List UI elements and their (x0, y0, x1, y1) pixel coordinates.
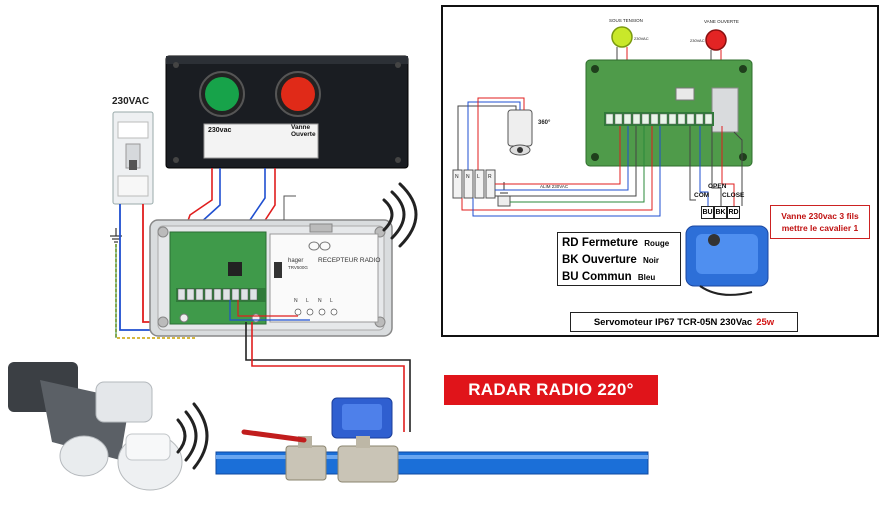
receiver-terminal-n2: N (318, 298, 322, 304)
radio-receiver (269, 233, 379, 323)
legend-color: Bleu (637, 273, 656, 282)
supply-label: 230VAC (112, 96, 149, 107)
legend-desc: Fermeture (581, 237, 639, 249)
motorized-valve (331, 397, 399, 483)
junction-enclosure (149, 219, 393, 337)
legend-row-rd: RD Fermeture Rouge (562, 235, 680, 252)
legend-desc: Commun (581, 271, 632, 283)
receiver-title: RECEPTEUR RADIO (318, 257, 380, 264)
terminal-bu: BU (701, 206, 714, 219)
legend-code: RD (562, 237, 579, 249)
radar-sensor (8, 362, 183, 491)
control-box-left-label: 230vac (208, 127, 231, 134)
radar-radio-banner: RADAR RADIO 220° (444, 375, 658, 405)
legend-row-bk: BK Ouverture Noir (562, 252, 680, 269)
terminal-bk: BK (714, 206, 727, 219)
receiver-model: TRV500G (288, 265, 308, 270)
servo-caption-text: Servomoteur IP67 TCR-05N 230Vac (593, 316, 753, 328)
terminal-rd: RD (727, 206, 740, 219)
green-lamp-icon (205, 77, 239, 111)
radio-waves-icon (382, 182, 418, 248)
cavalier-note: Vanne 230vac 3 fils mettre le cavalier 1 (770, 205, 870, 239)
radar-waves-icon (176, 402, 209, 470)
red-lamp-icon (281, 77, 315, 111)
legend-code: BK (562, 254, 579, 266)
legend-row-bu: BU Commun Bleu (562, 269, 680, 286)
manual-valve (241, 429, 327, 481)
legend-color: Noir (643, 256, 659, 265)
legend-desc: Ouverture (581, 254, 637, 266)
control-box (165, 55, 409, 169)
legend-code: BU (562, 271, 579, 283)
servo-caption-power: 25w (756, 316, 775, 328)
wire-legend: RD Fermeture Rouge BK Ouverture Noir BU … (557, 232, 681, 286)
legend-color: Rouge (644, 239, 670, 248)
receiver-terminal-l2: L (330, 298, 333, 304)
receiver-terminal-n1: N (294, 298, 298, 304)
relay-board (169, 231, 267, 325)
servo-caption: Servomoteur IP67 TCR-05N 230Vac 25w (570, 312, 798, 332)
inset-wiring-panel (441, 5, 879, 337)
receiver-brand: hager (288, 258, 303, 264)
circuit-breaker (112, 111, 154, 205)
receiver-terminal-l1: L (306, 298, 309, 304)
